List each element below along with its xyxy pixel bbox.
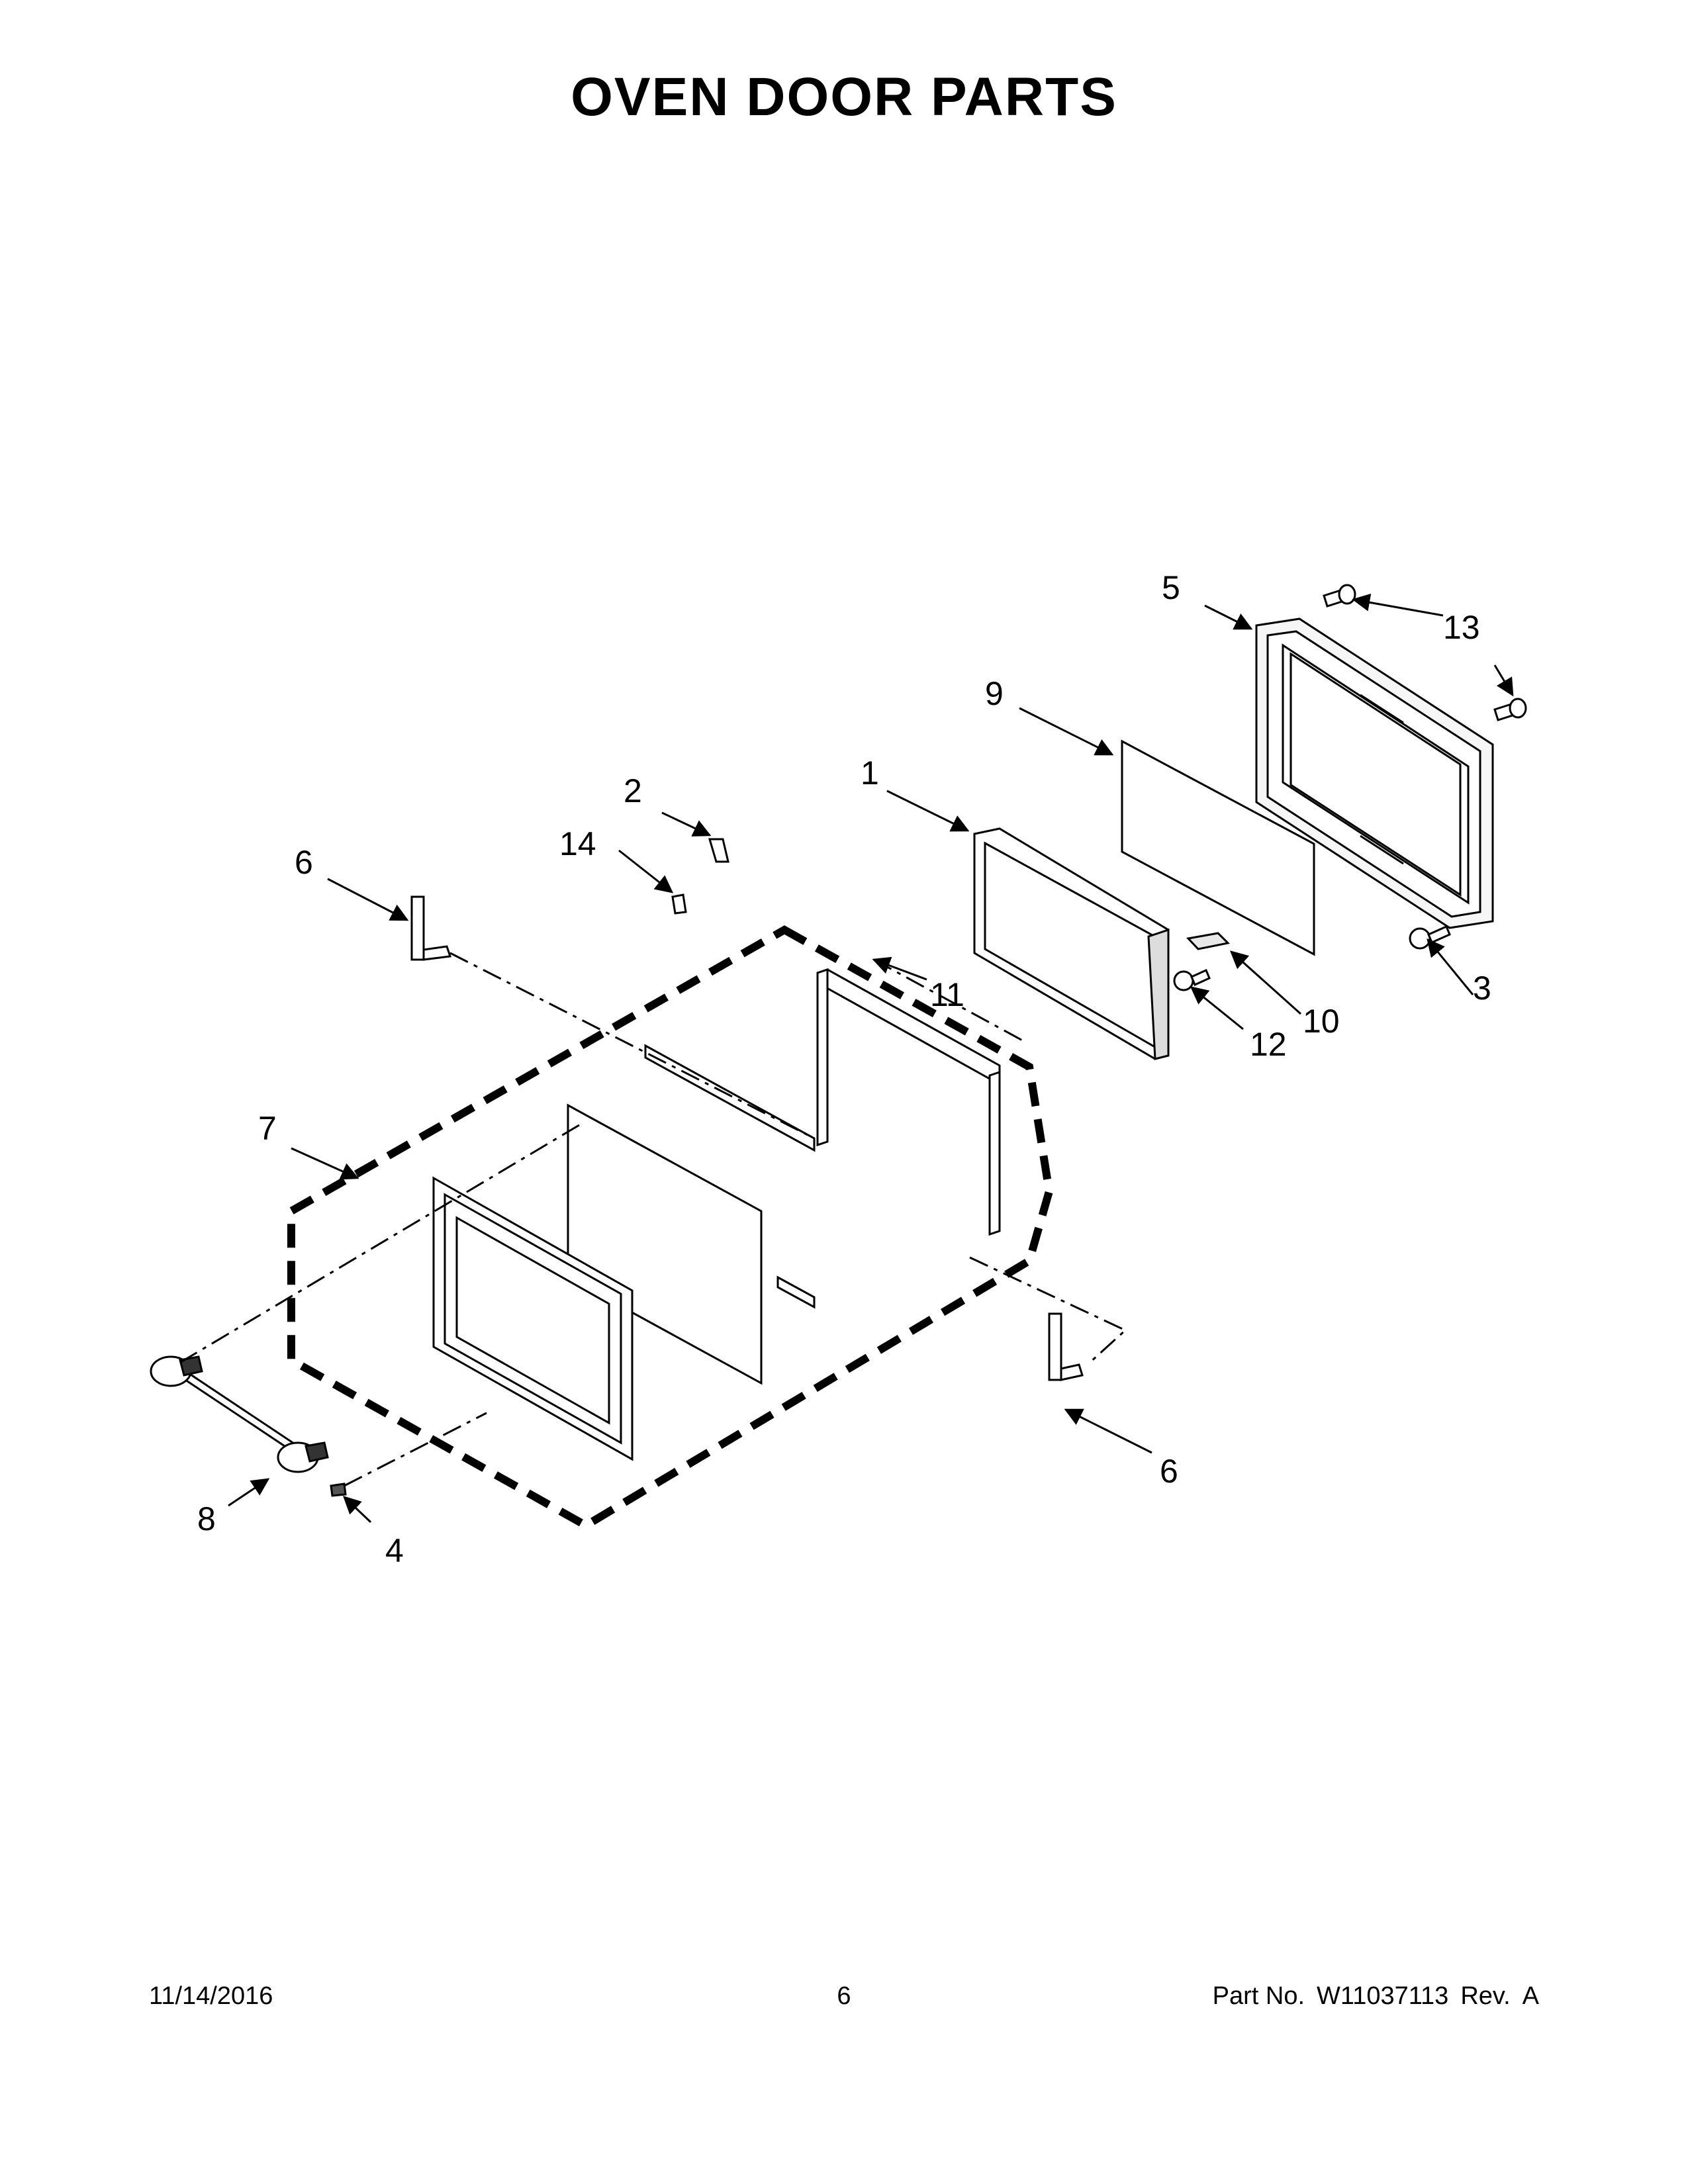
callout-6-right: 6 xyxy=(1160,1453,1178,1490)
callout-1: 1 xyxy=(861,754,879,792)
part-13-screws xyxy=(1323,584,1527,721)
rev-label: Rev. xyxy=(1460,1982,1511,2010)
callout-5: 5 xyxy=(1162,569,1180,606)
door-outer-panel xyxy=(432,1176,633,1461)
callout-12: 12 xyxy=(1250,1026,1287,1063)
callout-2: 2 xyxy=(624,772,642,809)
part-10-bracket xyxy=(1186,932,1231,950)
page-title: OVEN DOOR PARTS xyxy=(571,67,1117,127)
part-14-clip xyxy=(671,893,687,915)
door-side-channels xyxy=(816,968,1001,1236)
footer-part-info: Part No. W11037113 Rev. A xyxy=(1213,1982,1539,2011)
callout-7: 7 xyxy=(258,1110,277,1147)
part-5-door-frame xyxy=(1255,617,1494,929)
part-label: Part No. xyxy=(1212,1982,1305,2010)
part-8-handle xyxy=(150,1355,329,1473)
part-2-clip xyxy=(708,838,729,863)
door-vent-strips xyxy=(644,1044,816,1309)
part-7-door-assembly-outline xyxy=(287,925,1054,1530)
callout-6-left: 6 xyxy=(295,844,313,881)
part-12-screw xyxy=(1173,968,1211,991)
callout-10: 10 xyxy=(1303,1003,1340,1040)
callout-4: 4 xyxy=(385,1532,404,1569)
callout-13: 13 xyxy=(1443,609,1480,646)
footer-page-number: 6 xyxy=(837,1982,851,2010)
part-3-screw xyxy=(1409,925,1451,950)
callout-8: 8 xyxy=(197,1500,216,1537)
part-4-small-part xyxy=(330,1482,347,1497)
part-1-inner-panel xyxy=(973,827,1170,1060)
part-6-hinge-left xyxy=(410,895,452,961)
rev-value: A xyxy=(1522,1982,1539,2010)
door-glass-inner xyxy=(567,1103,763,1385)
callout-9: 9 xyxy=(985,675,1004,712)
callout-14: 14 xyxy=(559,825,596,862)
part-9-glass xyxy=(1121,739,1315,956)
callout-11: 11 xyxy=(930,976,964,1013)
callout-3: 3 xyxy=(1473,970,1491,1007)
part-number: W11037113 xyxy=(1317,1982,1449,2010)
footer-date: 11/14/2016 xyxy=(149,1982,273,2010)
alignment-lines xyxy=(178,952,1127,1487)
part-6-hinge-right xyxy=(1048,1312,1084,1381)
callout-arrows xyxy=(228,593,1514,1524)
